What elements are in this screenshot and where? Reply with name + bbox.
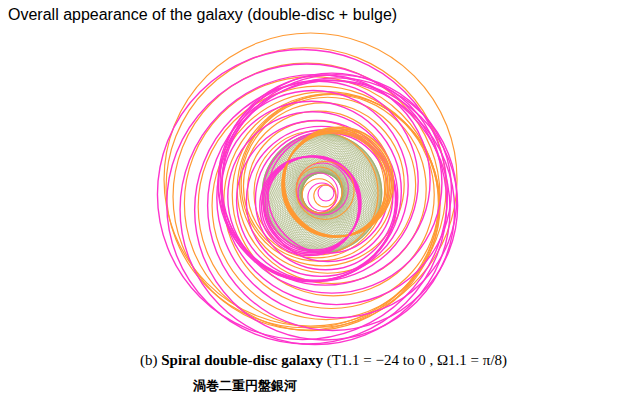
orbit-circle [220, 75, 430, 285]
orbit-circle [157, 49, 447, 339]
japanese-name: 渦巻二重円盤銀河 [193, 377, 297, 395]
orbit-circle [167, 64, 447, 344]
orbit-circle [166, 48, 446, 328]
orbit-circle [260, 157, 359, 256]
orbit-circle [208, 81, 458, 331]
figure-title: Overall appearance of the galaxy (double… [8, 6, 397, 24]
caption-row: (b) Spiral double-disc galaxy (T1.1 = −2… [140, 352, 507, 369]
orbit-circle [180, 75, 450, 345]
parameter-note: (T1.1 = −24 to 0 , Ω1.1 = π/8) [327, 352, 507, 368]
orbit-circle [301, 148, 381, 228]
orbit-circle [263, 132, 393, 262]
orbit-circle [254, 131, 378, 255]
galaxy-name: Spiral double-disc galaxy [161, 352, 323, 368]
orbit-circle [243, 111, 393, 261]
orbit-circle [241, 103, 404, 266]
panel-letter: (b) [140, 352, 158, 368]
orbit-circle [296, 161, 354, 219]
orbit-circle [164, 33, 457, 326]
orbit-circle [217, 78, 457, 318]
orbit-circle [255, 130, 395, 270]
orbit-circle [240, 97, 416, 273]
orbit-circle [301, 146, 381, 226]
orbit-circle [284, 127, 393, 236]
orbit-circle [246, 126, 396, 276]
orbit-circle [265, 156, 360, 251]
